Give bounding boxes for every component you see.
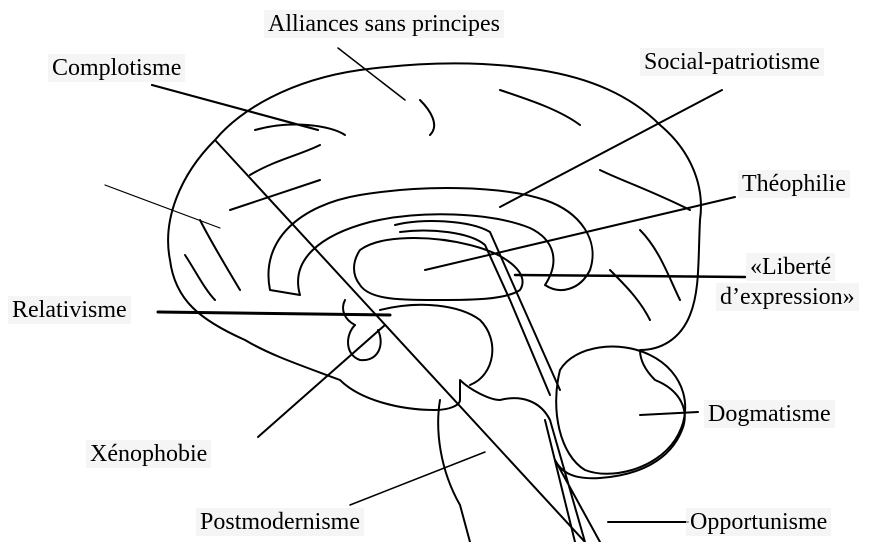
leader-theophilie [425,197,735,270]
label-liberte-line1: «Liberté [746,253,835,281]
label-liberte-line2: d’expression» [716,283,859,311]
label-xenophobie: Xénophobie [86,440,211,468]
label-alliances: Alliances sans principes [264,10,504,38]
label-postmodernisme: Postmodernisme [196,508,364,536]
leader-complotisme [152,85,318,130]
leader-relativisme [158,312,390,315]
leader-social-patriotisme [500,90,722,207]
brainstem [438,400,470,542]
leader-dogmatisme [640,412,698,415]
leader-xenophobie [258,325,385,437]
leader-alliances [338,48,405,100]
label-opportunisme: Opportunisme [686,508,831,536]
label-relativisme: Relativisme [8,296,131,324]
label-dogmatisme: Dogmatisme [704,400,835,428]
label-social-patriotisme: Social-patriotisme [640,48,824,76]
brain-outline [168,63,701,542]
leader-postmodernisme [350,452,485,505]
label-theophilie: Théophilie [738,170,850,198]
leader-unlabeled [105,185,220,228]
label-complotisme: Complotisme [48,54,185,82]
